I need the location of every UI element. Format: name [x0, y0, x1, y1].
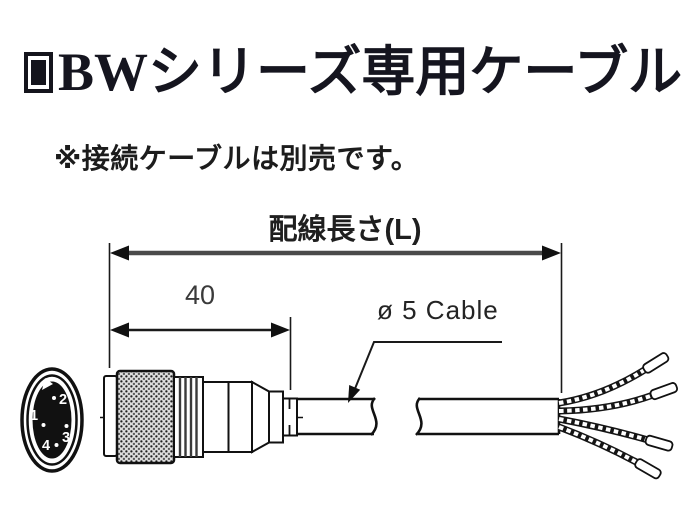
arrowhead-L-left	[110, 245, 129, 261]
wire-1-ferrule	[642, 352, 670, 374]
page-title: BWシリーズ専用ケーブル	[58, 42, 683, 102]
arrowhead-40-left	[110, 322, 129, 338]
connector-keyway-notch	[42, 378, 53, 390]
wire-3-ferrule	[644, 434, 674, 452]
stripped-wires	[557, 352, 679, 480]
pin-3-dot	[64, 424, 69, 428]
wire-3	[558, 415, 674, 452]
wire-4-ferrule	[634, 458, 662, 480]
arrowhead-L-right	[542, 245, 561, 261]
wire-1	[558, 352, 670, 407]
connector-face-view: 2 1 3 4	[20, 367, 84, 473]
pin-1-dot	[41, 423, 46, 427]
section-bullet-fill	[31, 59, 46, 85]
cable-leader	[348, 341, 502, 403]
arrowhead-40-right	[271, 322, 290, 338]
dimension-wiring-length	[108, 243, 563, 393]
pin-3-label: 3	[62, 430, 70, 446]
connector-knurled-nut	[115, 369, 176, 465]
pin-4-dot	[54, 443, 59, 447]
pin-2-label: 2	[59, 392, 67, 408]
section-bullet-icon	[24, 51, 53, 93]
connector-side-view	[100, 369, 303, 465]
connector-rib-section	[173, 376, 204, 458]
wire-2	[558, 382, 679, 415]
connector-length-label: 40	[184, 280, 216, 310]
wire-2-ferrule	[649, 382, 679, 401]
connector-taper	[251, 380, 270, 454]
connector-end-cylinder	[268, 390, 284, 444]
pin-4-label: 4	[42, 438, 50, 454]
cable-run	[297, 397, 561, 436]
cable-size-label: ø 5 Cable	[377, 295, 499, 325]
connector-rim	[103, 375, 118, 457]
pin-2-dot	[52, 396, 56, 400]
pin-1-label: 1	[30, 408, 38, 424]
cable-break-right	[414, 397, 423, 436]
section-header: BWシリーズ専用ケーブル	[24, 44, 682, 101]
wiring-length-label: 配線長さ(L)	[268, 214, 422, 246]
connector-insert	[32, 381, 72, 459]
dimension-connector-length	[110, 317, 292, 390]
leader-line	[351, 341, 502, 397]
note-text: ※接続ケーブルは別売です。	[54, 143, 420, 174]
cable-break-left	[369, 397, 378, 436]
wire-4	[557, 423, 662, 480]
